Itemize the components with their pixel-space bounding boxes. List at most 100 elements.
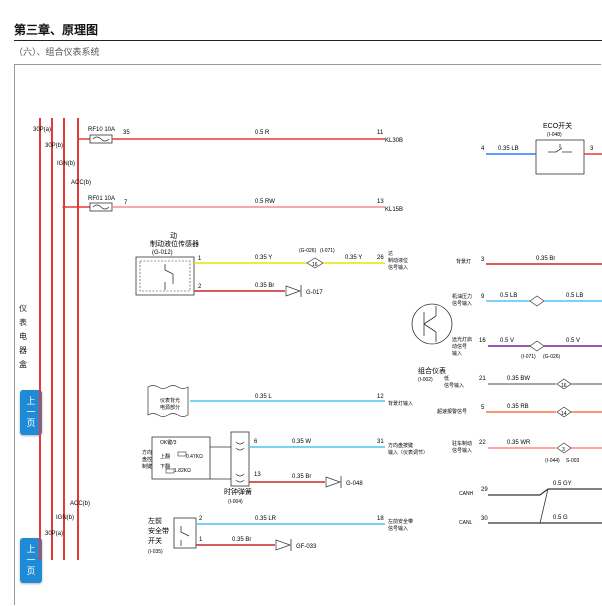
connector-label: 16 — [561, 383, 567, 389]
component-title: 开关 — [148, 536, 162, 545]
connector-label: 16 — [312, 262, 318, 268]
nav-char: 页 — [26, 566, 36, 576]
connector-id: (I-071) — [320, 248, 335, 254]
wire-label: 0.5 LB — [566, 293, 583, 299]
input-label: 超速报警信号 — [437, 408, 467, 415]
coil-icon — [235, 441, 245, 483]
pin-label: 1 — [199, 537, 203, 543]
wire-label: 0.35 Y — [345, 255, 362, 261]
ground-id: G-017 — [306, 290, 323, 296]
connector-id: (I-071) — [521, 354, 536, 360]
wire-label: 0.35 W — [292, 439, 311, 445]
pin-label: 13 — [377, 199, 384, 205]
brake-fluid-sensor: 动 制动液位传感器 (G-012) 1 0.35 Y 16 (G-026) (I… — [135, 231, 408, 297]
clock-spring-box — [230, 431, 250, 487]
prev-page-button-top[interactable]: 上 一 页 — [20, 390, 42, 435]
rail-label: 30P(a) — [45, 531, 63, 537]
connector-label: 3 — [562, 447, 565, 453]
component-id: (G-012) — [152, 250, 173, 256]
pin-label: 3 — [590, 146, 594, 152]
pin-label: 35 — [123, 130, 130, 136]
side-label: 制键 — [142, 463, 152, 470]
component-id: (I-035) — [148, 549, 163, 555]
transistor-symbol-icon — [423, 306, 437, 342]
wire-label: 0.35 LB — [498, 146, 519, 152]
wire-label: 0.5 RW — [255, 199, 275, 205]
transistor-icon — [411, 303, 453, 345]
pin-label: 16 — [479, 338, 486, 344]
input-label: 制动液位 — [388, 257, 408, 264]
wire-label: 0.5 G — [553, 515, 568, 521]
sensor-inner — [139, 260, 191, 292]
wire-label: 0.35 Br — [536, 256, 555, 262]
connector-id: (G-026) — [299, 248, 317, 254]
switch-label: 下翻 — [160, 463, 170, 470]
nav-char: 上 — [26, 396, 36, 406]
bus-label: CANH — [459, 491, 474, 497]
pin-label: 6 — [254, 439, 258, 445]
input-label: 信号输入 — [388, 264, 408, 271]
side-label: 盘控 — [142, 456, 152, 463]
prev-page-button-bottom[interactable]: 上 一 页 — [20, 538, 42, 583]
side-label-char: 器 — [19, 346, 27, 355]
source-label: 电源部分 — [160, 404, 180, 411]
wire-label: 0.5 GY — [553, 481, 572, 487]
wire-label: 0.35 LR — [255, 516, 277, 522]
page-subtitle: （六）、组合仪表系统 — [14, 47, 100, 57]
switch-icon — [180, 526, 190, 546]
input-label: 输入 — [452, 350, 462, 357]
fuse-label: RF10 10A — [88, 127, 115, 133]
belt-switch-box — [173, 517, 197, 549]
switch-icon — [548, 144, 572, 153]
bus-label: CANL — [459, 520, 473, 526]
source-box-icon — [147, 385, 189, 417]
pin-label: 7 — [124, 200, 128, 206]
eco-switch: ECO开关 (I-048) 4 0.35 LB 3 — [481, 121, 602, 175]
pin-label: 12 — [377, 394, 384, 400]
switch-box — [151, 436, 211, 480]
terminal-label: KL15B — [385, 207, 403, 213]
wire-label: 0.35 WR — [507, 440, 531, 446]
input-label: 动信号 — [452, 343, 467, 350]
wire-label: 0.35 L — [255, 394, 272, 400]
wire-label: 0.35 BW — [507, 376, 530, 382]
input-label: 低 — [444, 375, 449, 382]
side-label-char: 盒 — [19, 360, 27, 369]
wire-label: 0.35 Br — [292, 474, 311, 480]
power-rails: 30P(a) 30P(b) IGN(b) ACC(b) ACC(b) IGN(b… — [33, 118, 91, 560]
wire-label: 0.5 V — [566, 338, 580, 344]
fuse-label: RF01 10A — [88, 196, 115, 202]
pin-label: 2 — [198, 284, 202, 290]
kl15-circuit: RF01 10A 7 0.5 RW 13 KL15B — [64, 196, 403, 213]
component-label: 动 — [170, 231, 177, 240]
nav-char: 上 — [26, 544, 36, 554]
fuse-element-icon — [92, 136, 110, 142]
wire-label: 0.35 Br — [232, 537, 251, 543]
side-label-instrument-box: 仪 表 电 器 盒 — [19, 302, 29, 372]
diagram-frame — [14, 64, 601, 605]
pin-label: 29 — [481, 487, 488, 493]
component-title: ECO开关 — [543, 121, 572, 130]
ground-icon — [285, 285, 302, 297]
resistor-icon — [177, 451, 187, 457]
pin-label: 22 — [479, 440, 486, 446]
pin-label: 11 — [377, 130, 384, 136]
connector-icon — [529, 295, 545, 307]
switch-icon — [164, 264, 174, 290]
wire-can-link — [539, 488, 549, 524]
backlight-circuit: 仪表背光 电源部分 0.35 L 12 背景灯输入 — [147, 385, 413, 417]
seatbelt-switch-circuit: 左前 安全带 开关 (I-035) 2 0.35 LR 18 左前安全带 信号输… — [148, 516, 413, 555]
rail-label: IGN(b) — [56, 515, 74, 521]
right-side-inputs: 背景灯 3 0.35 Br 机油压力 信号输入 9 0.5 LB 0.5 LB … — [437, 256, 602, 526]
input-label: 输入（仪表调节） — [388, 449, 428, 456]
pin-label: 1 — [198, 256, 202, 262]
ground-id: GF-033 — [296, 544, 317, 550]
terminal-label: KL30B — [385, 138, 403, 144]
source-label: 仪表背光 — [160, 397, 180, 404]
wire-label: 0.5 V — [500, 338, 514, 344]
component-title: 时钟弹簧 — [224, 487, 252, 496]
side-label: 方向 — [142, 449, 152, 456]
component-title: 组合仪表 — [418, 366, 446, 375]
input-label: 信号输入 — [452, 447, 472, 454]
